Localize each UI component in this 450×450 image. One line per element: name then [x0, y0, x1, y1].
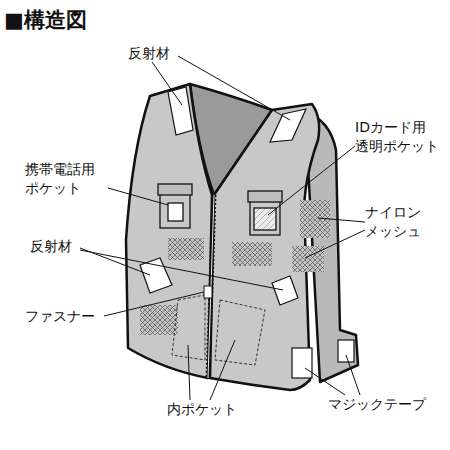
leader-lines [80, 56, 365, 400]
part-label: IDカード用 透明ポケット [355, 118, 439, 157]
zipper [204, 195, 214, 378]
vest-body [126, 84, 358, 390]
part-label: ナイロン メッシュ [365, 203, 421, 242]
part-label: ファスナー [25, 307, 95, 326]
part-label: 携帯電話用 ポケット [25, 160, 95, 199]
reflective-tape [140, 87, 354, 378]
part-label: 内ポケット [167, 400, 237, 419]
chest-pockets [158, 184, 282, 235]
part-label: マジックテープ [328, 395, 426, 414]
figure-title: ■構造図 [4, 6, 87, 34]
part-label: 反射材 [128, 44, 170, 63]
inner-pockets [172, 295, 265, 365]
part-label: 反射材 [30, 237, 72, 256]
vest-left-front [126, 84, 212, 378]
